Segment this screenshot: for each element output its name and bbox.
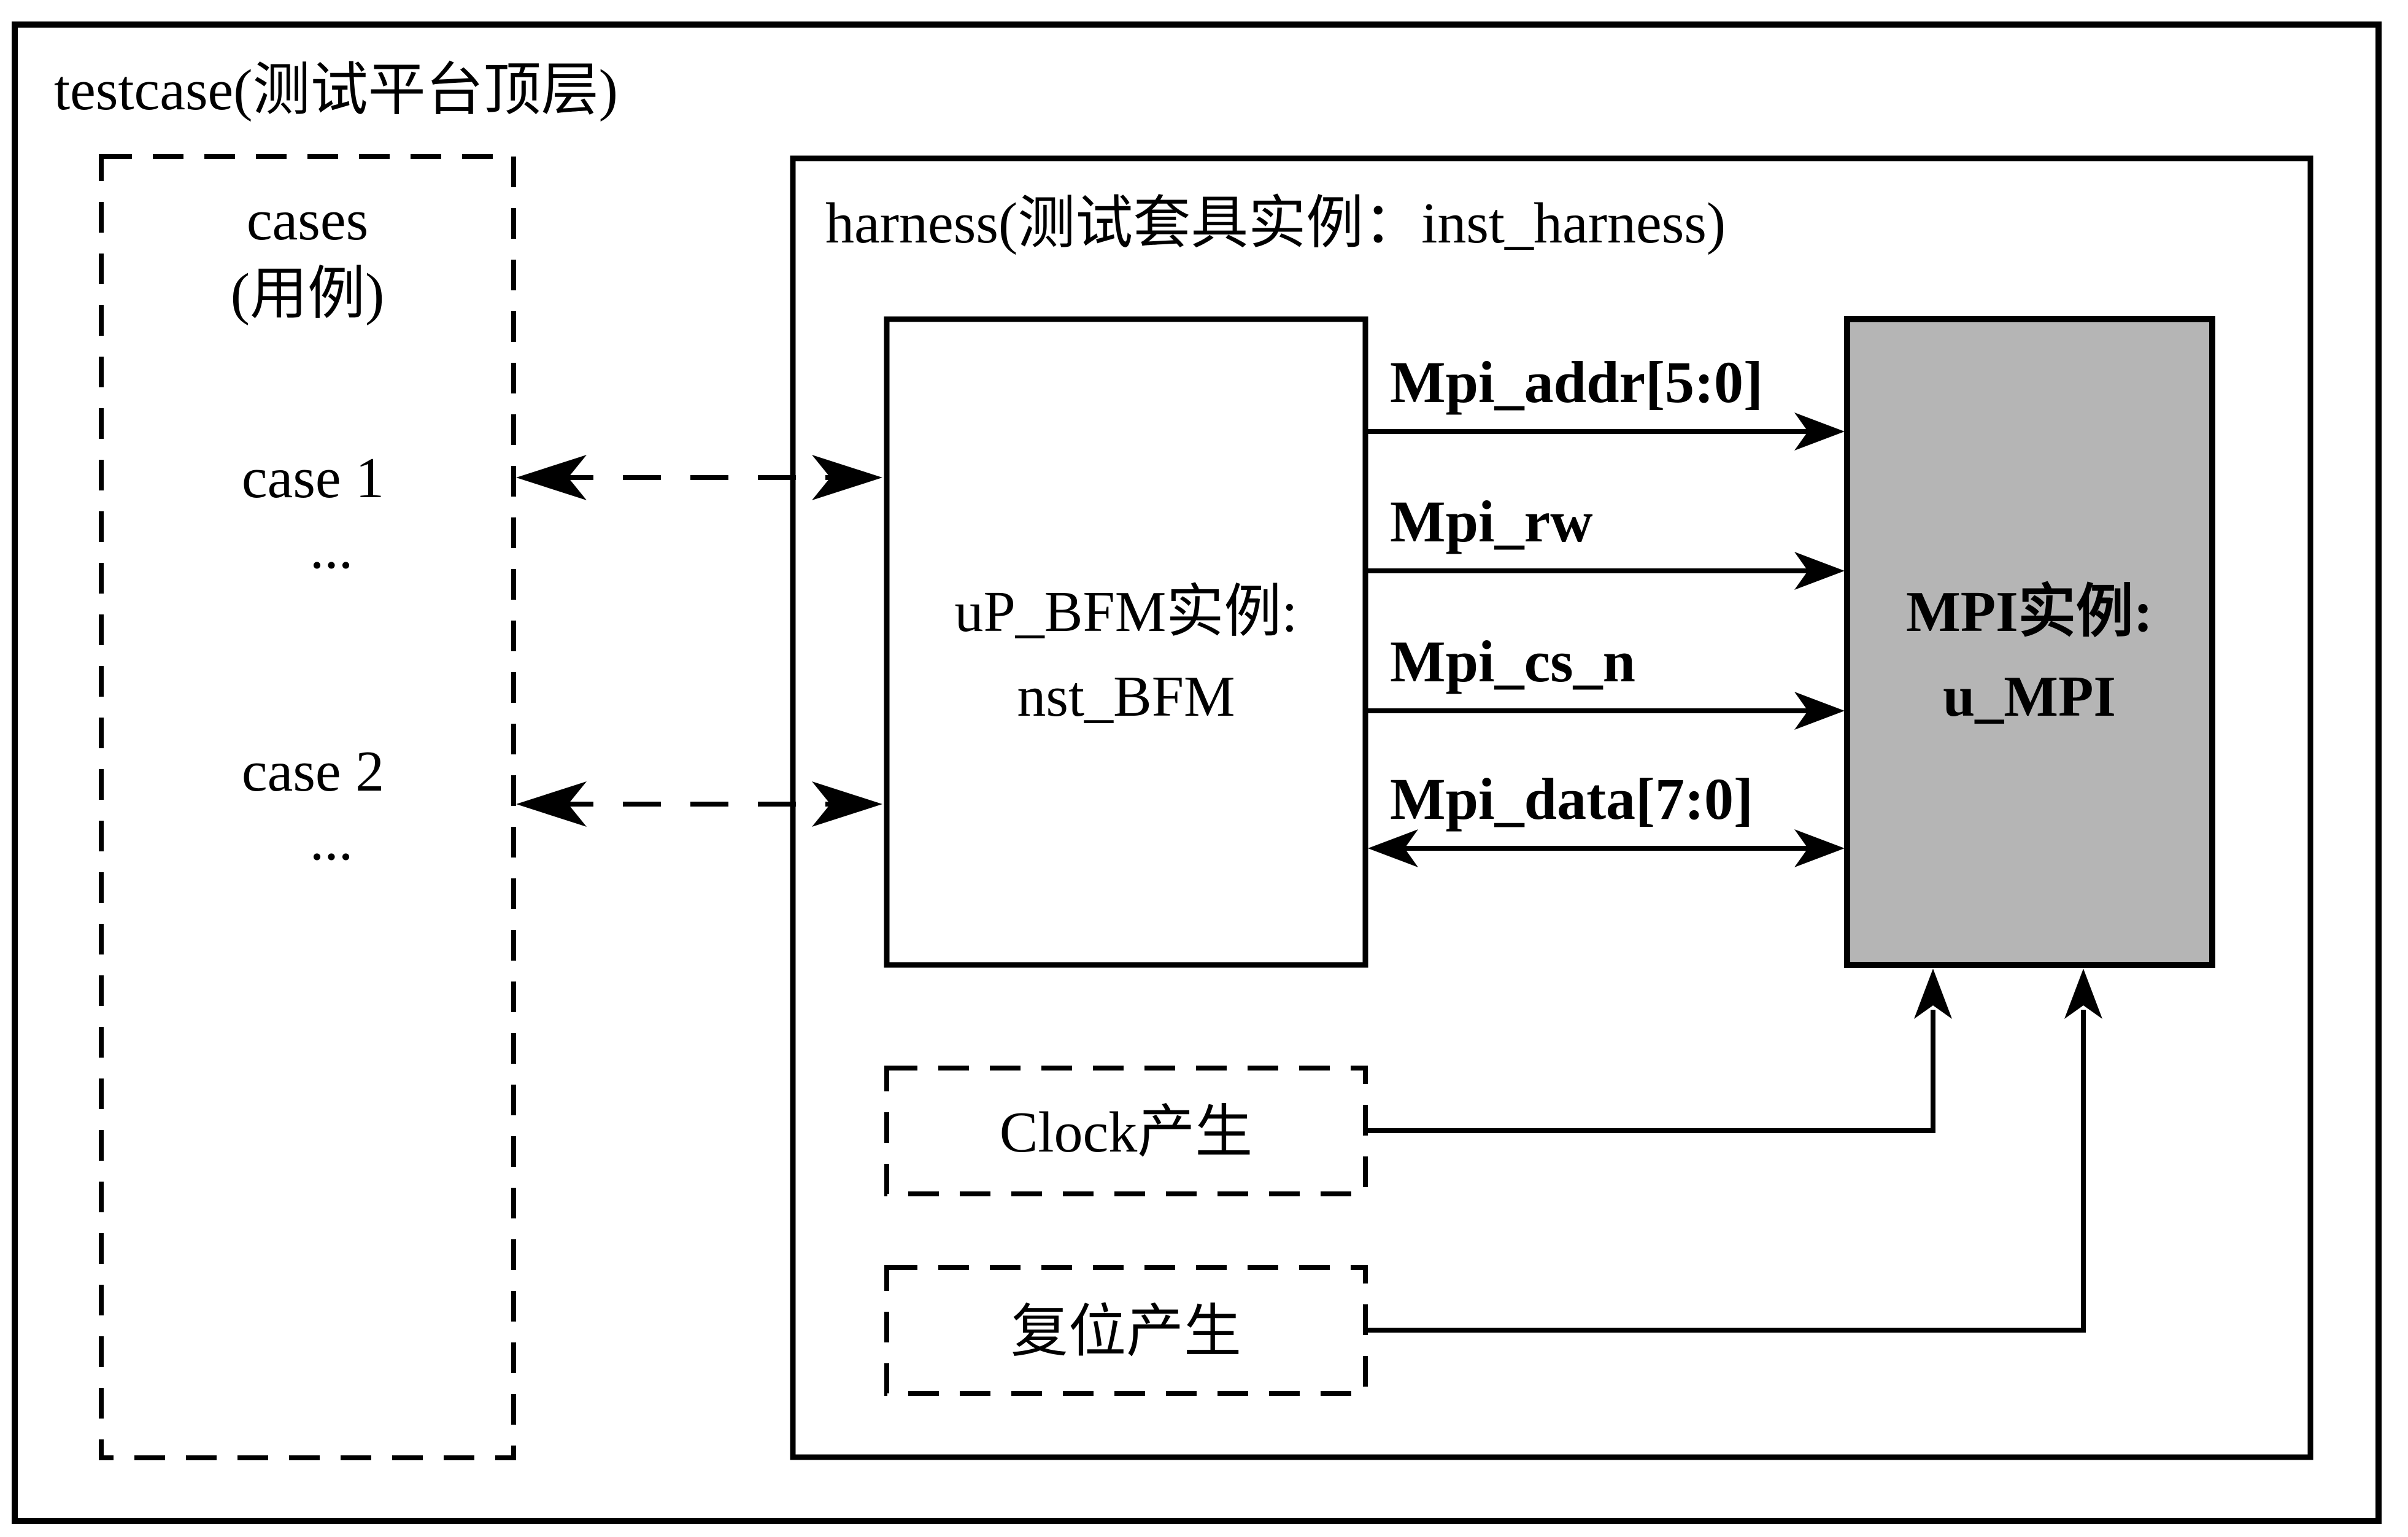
clock-connector-line	[1368, 1010, 1935, 1133]
testcase-title: testcase(测试平台顶层)	[54, 58, 618, 122]
signal-mpi-cs-n: Mpi_cs_n	[1368, 629, 1845, 730]
right-arrowhead-icon	[1794, 552, 1845, 590]
mpi-label-line2: u_MPI	[1943, 665, 2116, 729]
right-arrowhead-icon	[1794, 412, 1845, 451]
bfm-box	[884, 316, 1368, 968]
case1-ellipsis: ...	[310, 517, 353, 581]
bfm-label-line2: nst_BFM	[1017, 665, 1235, 729]
harness-title: harness(测试套具实例：inst_harness)	[825, 192, 1726, 255]
mpi-label-line1: MPI实例:	[1906, 580, 2153, 644]
left-arrowhead-icon	[516, 455, 587, 500]
cases-subtitle: (用例)	[231, 262, 385, 326]
case2-label: case 2	[242, 740, 384, 803]
clock-gen-label: Clock产生	[1000, 1101, 1253, 1164]
cases-box	[99, 154, 516, 1460]
clock-gen-box	[884, 1066, 1368, 1196]
left-arrowhead-icon	[1368, 829, 1418, 867]
reset-gen-box	[884, 1265, 1368, 1396]
signal-mpi-rw: Mpi_rw	[1368, 489, 1845, 590]
reset-connector-line	[1368, 1010, 2086, 1333]
harness-box	[790, 155, 2313, 1460]
signal-mpi-addr-label: Mpi_addr[5:0]	[1390, 349, 1763, 415]
left-arrowhead-icon	[516, 781, 587, 827]
signal-mpi-addr: Mpi_addr[5:0]	[1368, 349, 1845, 451]
case2-ellipsis: ...	[310, 808, 353, 872]
cases-title: cases	[247, 188, 368, 252]
signal-mpi-cs-n-label: Mpi_cs_n	[1390, 629, 1635, 694]
signal-mpi-rw-label: Mpi_rw	[1390, 489, 1593, 554]
mpi-box	[1844, 316, 2215, 968]
testcase-outer-box	[12, 21, 2382, 1524]
case1-bfm-link-arrow	[516, 455, 882, 500]
bfm-label-line1: uP_BFM实例:	[955, 580, 1298, 644]
reset-gen-label: 复位产生	[1011, 1300, 1241, 1364]
up-arrowhead-icon	[2064, 969, 2102, 1019]
case2-bfm-link-arrow	[516, 781, 882, 827]
signal-mpi-data: Mpi_data[7:0]	[1368, 766, 1845, 867]
clock-to-mpi-connector	[1368, 969, 1952, 1133]
right-arrowhead-icon	[812, 455, 882, 500]
reset-to-mpi-connector	[1368, 969, 2102, 1333]
right-arrowhead-icon	[1794, 692, 1845, 730]
right-arrowhead-icon	[812, 781, 882, 827]
case1-label: case 1	[242, 446, 384, 510]
signal-mpi-data-label: Mpi_data[7:0]	[1390, 766, 1753, 832]
right-arrowhead-icon	[1794, 829, 1845, 867]
up-arrowhead-icon	[1914, 969, 1952, 1019]
